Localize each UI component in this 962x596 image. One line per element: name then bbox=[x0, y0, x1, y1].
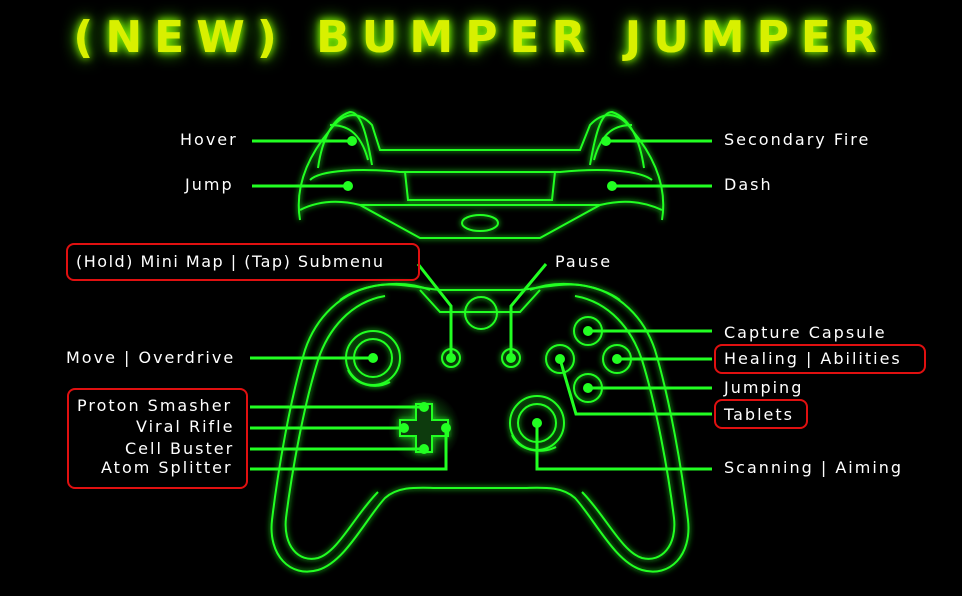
dpad-weapons-highlight-box bbox=[67, 388, 248, 489]
callout-dots bbox=[343, 136, 622, 454]
label-healing: Healing | Abilities bbox=[724, 349, 902, 368]
controller-top-view bbox=[297, 110, 665, 239]
dpad-icon[interactable] bbox=[388, 392, 460, 464]
label-hover: Hover bbox=[180, 130, 238, 149]
tablets-highlight-box bbox=[714, 399, 808, 429]
label-proton-smasher: Proton Smasher bbox=[77, 396, 233, 415]
label-jump: Jump bbox=[185, 175, 234, 194]
label-dash: Dash bbox=[724, 175, 773, 194]
label-cell-buster: Cell Buster bbox=[125, 439, 235, 458]
label-jumping: Jumping bbox=[724, 378, 804, 397]
label-capture-capsule: Capture Capsule bbox=[724, 323, 887, 342]
label-scanning: Scanning | Aiming bbox=[724, 458, 904, 477]
label-atom-splitter: Atom Splitter bbox=[101, 458, 233, 477]
callout-lines bbox=[250, 139, 712, 471]
minimap-highlight-box bbox=[66, 243, 420, 281]
label-viral-rifle: Viral Rifle bbox=[136, 417, 235, 436]
label-move: Move | Overdrive bbox=[66, 348, 236, 367]
label-secondary-fire: Secondary Fire bbox=[724, 130, 871, 149]
label-mini-map: (Hold) Mini Map | (Tap) Submenu bbox=[76, 252, 385, 271]
healing-highlight-box bbox=[714, 344, 926, 374]
page-title: (NEW) BUMPER JUMPER bbox=[73, 12, 889, 63]
label-tablets: Tablets bbox=[724, 405, 794, 424]
label-pause: Pause bbox=[555, 252, 613, 271]
